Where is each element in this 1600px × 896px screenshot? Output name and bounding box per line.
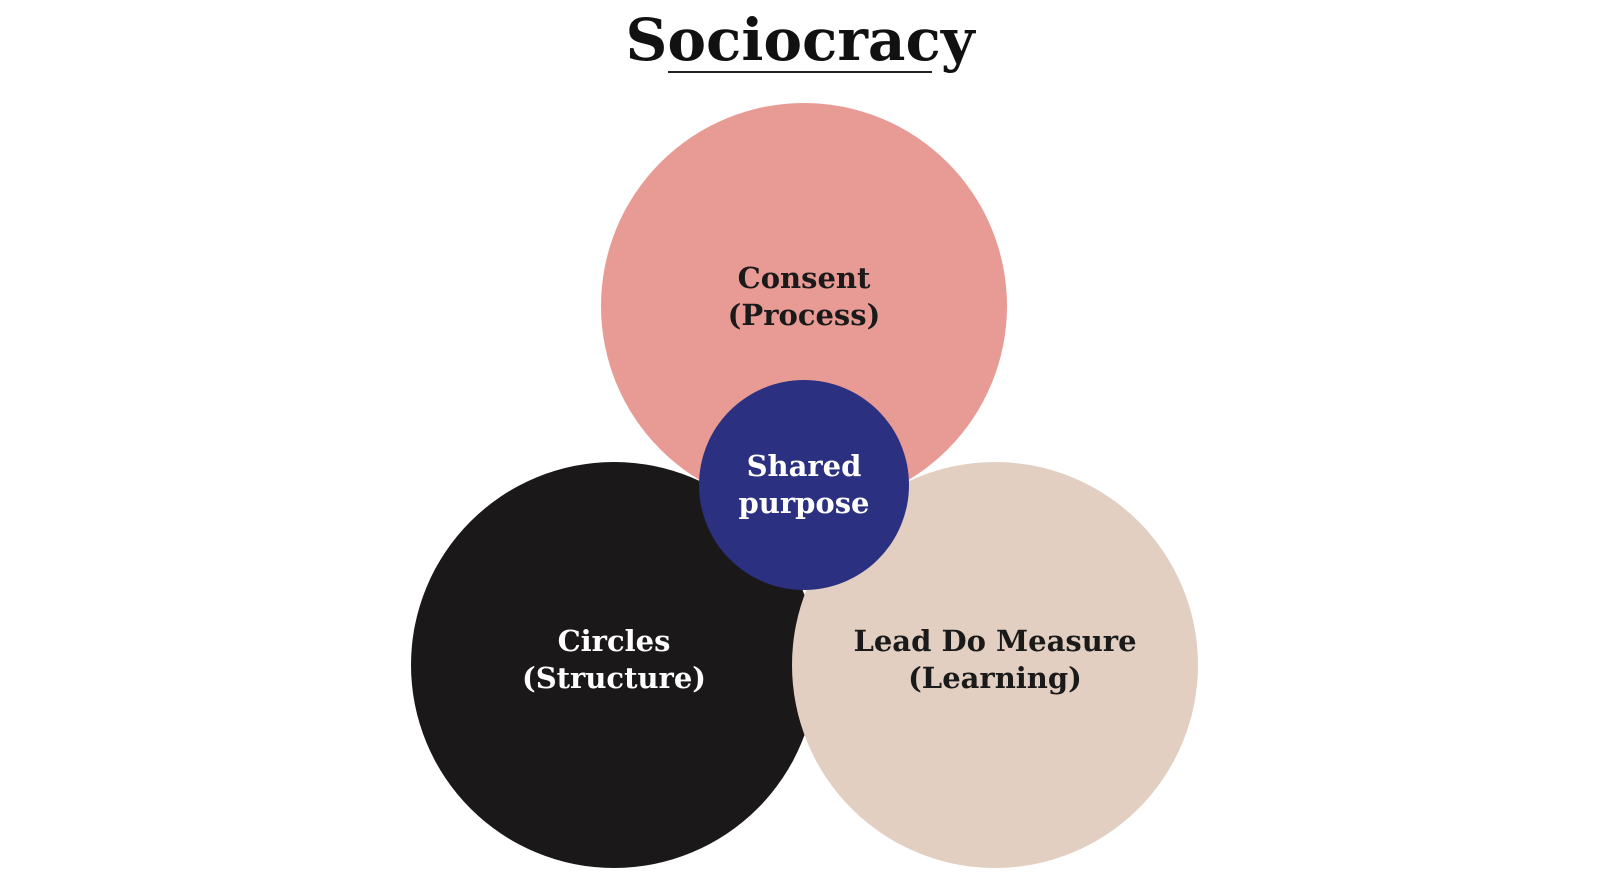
lead-do-measure-label: Lead Do Measure bbox=[853, 624, 1137, 658]
consent-sublabel: (Process) bbox=[727, 298, 881, 332]
page-title: Sociocracy bbox=[625, 6, 975, 74]
circles-text: Circles (Structure) bbox=[522, 623, 706, 697]
consent-label: Consent bbox=[737, 261, 871, 295]
shared-purpose-sublabel: purpose bbox=[738, 486, 870, 520]
shared-purpose-circle: Shared purpose bbox=[699, 380, 909, 590]
shared-purpose-text: Shared purpose bbox=[738, 448, 869, 522]
shared-purpose-label: Shared bbox=[746, 449, 862, 483]
lead-do-measure-text: Lead Do Measure (Learning) bbox=[853, 623, 1136, 697]
consent-text: Consent (Process) bbox=[728, 260, 881, 334]
lead-do-measure-sublabel: (Learning) bbox=[908, 661, 1082, 695]
circles-sublabel: (Structure) bbox=[521, 661, 706, 695]
title-underline bbox=[668, 71, 932, 73]
circles-label: Circles bbox=[557, 624, 671, 658]
